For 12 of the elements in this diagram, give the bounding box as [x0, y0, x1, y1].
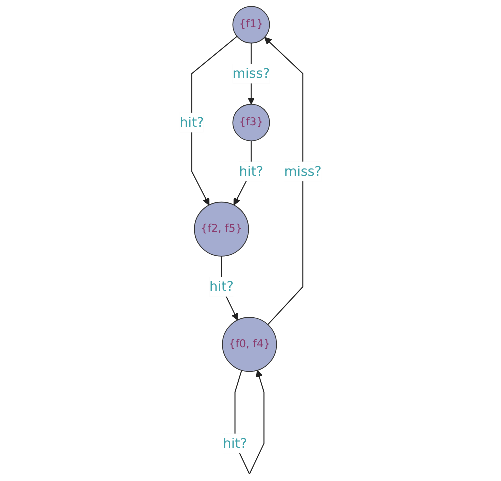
edge-label: hit?	[180, 114, 204, 130]
edge-label: miss?	[284, 163, 322, 180]
edge-label: hit?	[209, 278, 234, 294]
node-circle: {f1}	[232, 6, 270, 44]
node-circle: {f2, f5}	[194, 202, 249, 257]
arrow	[264, 37, 304, 326]
edge-label: hit?	[238, 163, 264, 180]
edge-label: hit?	[222, 435, 248, 452]
node-circle: {f3}	[232, 104, 270, 142]
edge-label: miss?	[232, 66, 270, 82]
arrow	[191, 36, 238, 206]
node-circle: {f0, f4}	[222, 317, 277, 372]
